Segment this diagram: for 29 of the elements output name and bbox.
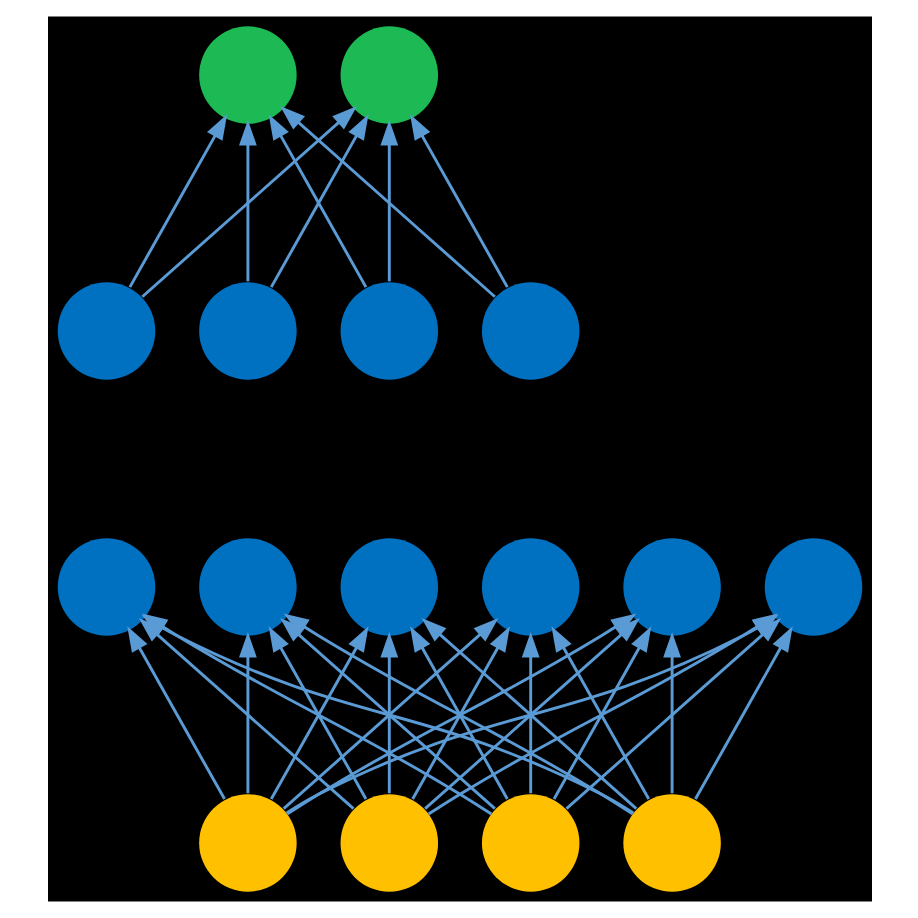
- arrow: [409, 114, 508, 288]
- arrow: [126, 626, 225, 800]
- arrow: [127, 114, 227, 288]
- node-circle: [622, 794, 720, 892]
- node-circle: [198, 794, 296, 892]
- arrow: [564, 618, 781, 810]
- node-circle: [622, 538, 720, 636]
- node-circle: [763, 538, 862, 636]
- node-circle: [56, 538, 155, 636]
- node-circle: [56, 282, 155, 380]
- node-circle: [480, 538, 579, 636]
- node-circle: [198, 26, 296, 124]
- node-circle: [339, 282, 438, 380]
- arrow: [379, 120, 398, 282]
- arrow: [662, 632, 680, 794]
- node-circle: [198, 538, 296, 636]
- arrow: [279, 106, 495, 298]
- node-circle: [480, 794, 579, 892]
- node-circle: [339, 538, 438, 636]
- arrow: [238, 632, 256, 794]
- arrow: [520, 632, 539, 794]
- arrow: [379, 632, 398, 794]
- node-circle: [480, 282, 579, 380]
- node-circle: [339, 794, 438, 892]
- arrow: [238, 120, 256, 282]
- node-circle: [339, 26, 438, 124]
- arrow: [140, 106, 357, 298]
- arrow: [693, 626, 792, 800]
- node-circle: [198, 282, 296, 380]
